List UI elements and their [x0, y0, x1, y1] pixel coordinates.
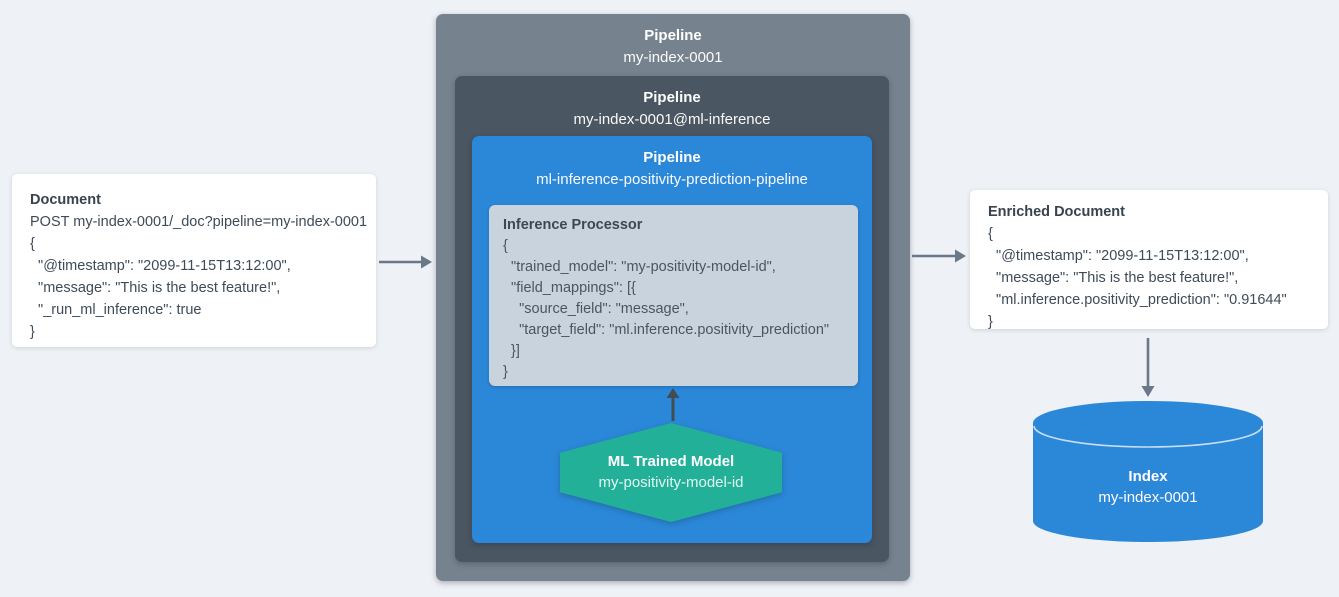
- pipeline-outer-label: Pipeline: [644, 27, 702, 44]
- processor-json-line: }]: [503, 343, 520, 359]
- enriched-document-card: Enriched Document { "@timestamp": "2099-…: [970, 190, 1328, 330]
- pipeline-prediction-header: Pipeline ml-inference-positivity-predict…: [472, 136, 872, 191]
- document-json-line: "message": "This is the best feature!",: [30, 280, 281, 296]
- enriched-json-line: "@timestamp": "2099-11-15T13:12:00",: [988, 248, 1249, 264]
- document-card: Document POST my-index-0001/_doc?pipelin…: [12, 174, 376, 347]
- ml-trained-model-name: my-positivity-model-id: [598, 474, 744, 491]
- index-cylinder-shape: [1033, 401, 1263, 542]
- pipeline-prediction-box: Pipeline ml-inference-positivity-predict…: [472, 136, 872, 543]
- index-name: my-index-0001: [1098, 489, 1198, 506]
- pipeline-ml-inference-name: my-index-0001@ml-inference: [573, 111, 771, 128]
- pipeline-outer-header: Pipeline my-index-0001: [436, 14, 910, 69]
- index-label: Index my-index-0001: [1033, 466, 1263, 508]
- document-card-title: Document: [30, 192, 101, 208]
- processor-json-line: {: [503, 238, 508, 254]
- document-json-line: }: [30, 324, 35, 340]
- processor-json-line: "source_field": "message",: [503, 301, 689, 317]
- pipeline-prediction-label: Pipeline: [643, 149, 701, 166]
- pipeline-prediction-name: ml-inference-positivity-prediction-pipel…: [536, 171, 808, 188]
- enriched-json-line: "ml.inference.positivity_prediction": "0…: [988, 292, 1287, 308]
- processor-json-line: "trained_model": "my-positivity-model-id…: [503, 259, 776, 275]
- index-title: Index: [1128, 468, 1168, 485]
- pipeline-ml-inference-header: Pipeline my-index-0001@ml-inference: [455, 76, 889, 131]
- inference-processor-box: Inference Processor { "trained_model": "…: [489, 205, 858, 386]
- pipeline-ml-inference-box: Pipeline my-index-0001@ml-inference Pipe…: [455, 76, 889, 562]
- enriched-json-line: }: [988, 314, 993, 330]
- enriched-document-title: Enriched Document: [988, 204, 1125, 220]
- processor-json-line: "target_field": "ml.inference.positivity…: [503, 322, 830, 338]
- pipeline-ml-inference-label: Pipeline: [643, 89, 701, 106]
- ml-trained-model-shape: ML Trained Model my-positivity-model-id: [560, 423, 782, 522]
- arrow-enriched-to-index-icon: [1141, 338, 1155, 397]
- document-json-line: POST my-index-0001/_doc?pipeline=my-inde…: [30, 214, 368, 230]
- pipeline-outer-name: my-index-0001: [623, 49, 723, 66]
- document-json-line: "@timestamp": "2099-11-15T13:12:00",: [30, 258, 291, 274]
- arrow-document-to-pipeline-icon: [379, 255, 432, 269]
- document-json-line: {: [30, 236, 35, 252]
- processor-json-line: }: [503, 364, 508, 380]
- ml-trained-model-hexagon: ML Trained Model my-positivity-model-id: [560, 423, 782, 522]
- pipeline-outer-box: Pipeline my-index-0001 Pipeline my-index…: [436, 14, 910, 581]
- ml-trained-model-title: ML Trained Model: [607, 453, 735, 470]
- enriched-json-line: "message": "This is the best feature!",: [988, 270, 1239, 286]
- enriched-json-line: {: [988, 226, 993, 242]
- document-json-line: "_run_ml_inference": true: [30, 302, 202, 318]
- index-cylinder: Index my-index-0001: [1033, 400, 1263, 543]
- processor-json-line: "field_mappings": [{: [503, 280, 636, 296]
- inference-processor-title: Inference Processor: [503, 217, 643, 233]
- arrow-model-to-processor-icon: [666, 388, 680, 421]
- arrow-pipeline-to-enriched-icon: [912, 249, 966, 263]
